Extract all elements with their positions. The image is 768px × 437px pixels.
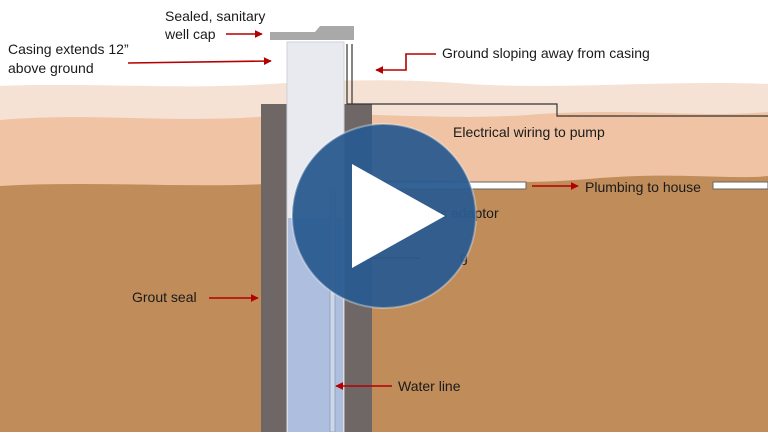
- plumbing-label: Plumbing to house: [585, 179, 701, 195]
- well-cap-label-line1: Sealed, sanitary: [165, 8, 265, 24]
- casing-label-line1: Casing extends 12”: [8, 41, 129, 57]
- casing-arrow: [127, 57, 272, 66]
- grout-label: Grout seal: [132, 289, 197, 305]
- plumbing-pipe-right: [712, 181, 768, 190]
- grout-seal-left: [261, 104, 287, 432]
- ground-slope-arrow: [375, 53, 436, 74]
- casing-label-line2: above ground: [8, 60, 94, 76]
- well-cap-label-line2: well cap: [164, 26, 216, 42]
- electrical-wire: [346, 44, 768, 117]
- play-button[interactable]: [291, 123, 477, 309]
- play-icon[interactable]: [352, 164, 445, 268]
- water-line-label: Water line: [398, 378, 461, 394]
- ground-slope-label: Ground sloping away from casing: [442, 45, 650, 61]
- electrical-label: Electrical wiring to pump: [453, 124, 605, 140]
- well-cap: [270, 26, 354, 40]
